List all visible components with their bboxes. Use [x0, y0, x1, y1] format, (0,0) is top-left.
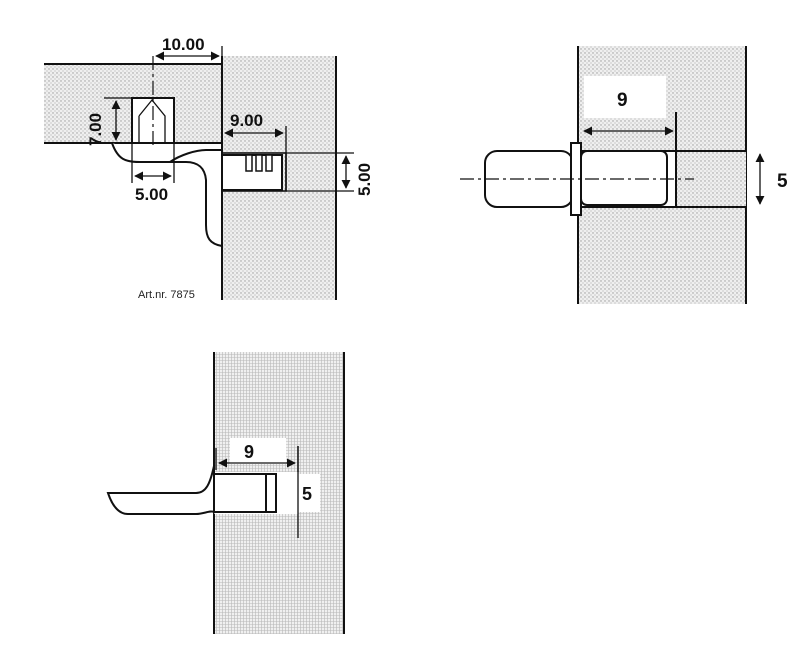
dimension-label: 10.00: [162, 35, 205, 54]
dimension-label: 5: [302, 484, 312, 504]
diagram-shelf-support-7875: 10.00 7.00 9.00 5.00 5.00 Art.nr. 7875: [44, 35, 374, 301]
article-number-caption: Art.nr. 7875: [138, 289, 195, 301]
dimension-label: 5.00: [355, 163, 374, 196]
support-pin: [213, 473, 273, 513]
dimension-label: 5.00: [135, 185, 168, 204]
pin-shank: [580, 150, 668, 206]
dimension-label: 9.00: [230, 111, 263, 130]
support-blade: [106, 465, 215, 515]
pin-fin: [245, 154, 253, 172]
diagram-shelf-pin: 9 5: [460, 46, 800, 304]
dimension-label: 9: [617, 90, 628, 111]
dimension-label: 5: [777, 171, 788, 192]
diagram-shelf-support-blade: 9 5: [106, 352, 345, 634]
pin-end-cap: [265, 473, 277, 513]
pin-fin: [265, 154, 273, 172]
pin-fin: [255, 154, 263, 172]
dimension-label: 9: [244, 442, 254, 462]
dimension-label: 7.00: [86, 113, 105, 146]
